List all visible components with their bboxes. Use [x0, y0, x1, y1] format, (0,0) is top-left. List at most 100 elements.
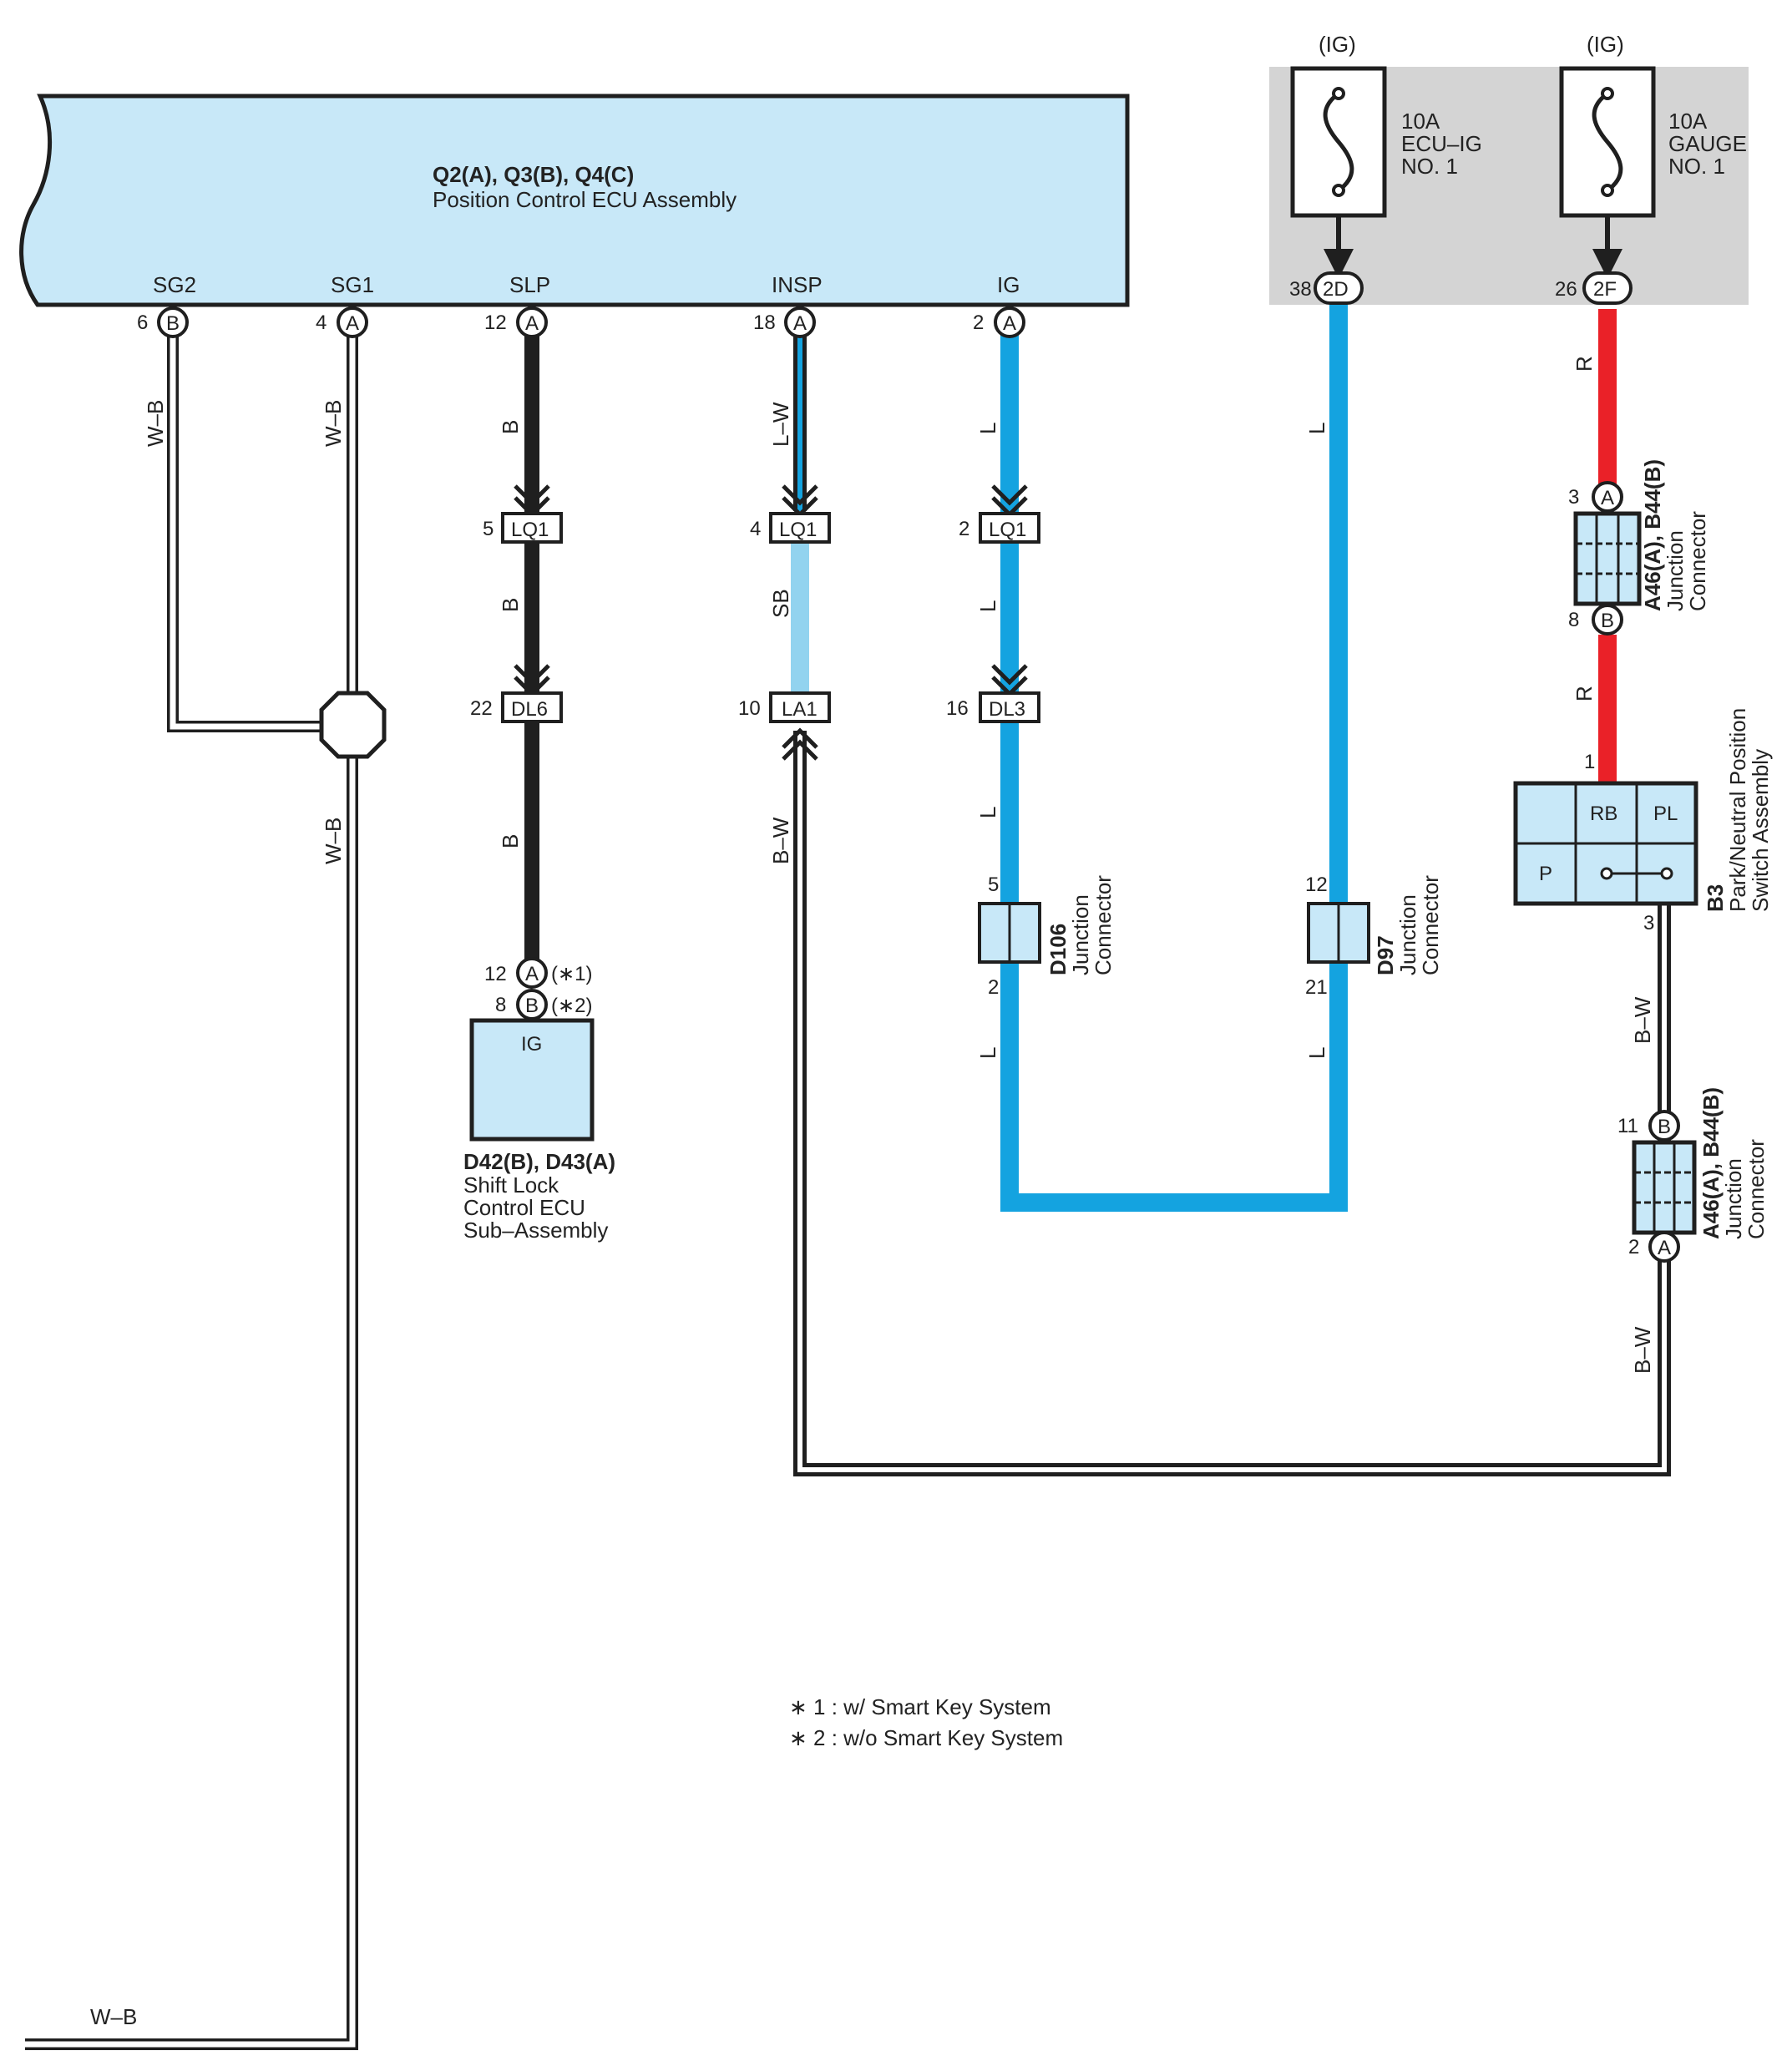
shift-lock-title: D42(B), D43(A)	[463, 1149, 615, 1174]
shift-lock-line1: Shift Lock	[463, 1172, 559, 1198]
wire-label-ig-4: L	[975, 1047, 1000, 1059]
connector-ig-dl3: 16 DL3	[946, 691, 1040, 723]
fuse1-name: ECU–IG	[1401, 131, 1482, 156]
wire-label-insp-1: L–W	[768, 402, 793, 447]
jc-upper-pin-top: 3 A	[1568, 481, 1623, 513]
svg-text:B: B	[166, 312, 180, 335]
fuse1-connector: 38 2D	[1289, 271, 1364, 305]
wire-label-bw-2: B–W	[1630, 1326, 1655, 1374]
d97-pin-bottom: 21	[1305, 976, 1328, 999]
fuse2-connector: 26 2F	[1555, 271, 1633, 305]
wire-label-ig-1: L	[975, 423, 1000, 434]
ecu-pin-insp: 18 A	[753, 306, 816, 338]
wire-ig-l	[1000, 302, 1348, 1212]
wire-label-ig-3: L	[975, 807, 1000, 818]
chevron-insp-la1	[782, 727, 818, 761]
connector-ig-lq1: 2 LQ1	[959, 512, 1040, 544]
svg-text:A: A	[1658, 1237, 1671, 1259]
pnp-label-pl: PL	[1653, 803, 1678, 825]
svg-text:A: A	[525, 963, 539, 985]
jc-lower-line1: Junction	[1721, 1158, 1746, 1239]
svg-text:(∗2): (∗2)	[551, 995, 592, 1017]
svg-text:(∗1): (∗1)	[551, 963, 592, 985]
svg-text:16: 16	[946, 697, 969, 720]
svg-text:5: 5	[483, 518, 494, 540]
wire-label-d97-bottom: L	[1304, 1047, 1329, 1059]
svg-text:2: 2	[1628, 1236, 1639, 1258]
svg-text:A: A	[1601, 487, 1614, 509]
d106-connector	[978, 902, 1041, 964]
connector-insp-lq1: 4 LQ1	[750, 512, 831, 544]
fuse1-ig-label: (IG)	[1319, 32, 1356, 57]
svg-text:B: B	[525, 995, 539, 1017]
ecu-assembly-box	[19, 94, 1130, 307]
shift-lock-pin-a: 12 A (∗1)	[484, 957, 592, 989]
jc-upper-pin-bottom: 8 B	[1568, 604, 1623, 635]
svg-text:2D: 2D	[1323, 278, 1349, 301]
d97-line1: Junction	[1395, 894, 1420, 975]
splice-point	[319, 691, 387, 759]
d97-connector	[1307, 902, 1370, 964]
ecu-pin-slp: 12 A	[484, 306, 548, 338]
d97-line2: Connector	[1418, 875, 1443, 975]
shift-lock-pin-b: 8 B (∗2)	[495, 989, 592, 1020]
note-no-smart-key: ∗ 2 : w/o Smart Key System	[789, 1725, 1063, 1750]
svg-text:18: 18	[753, 311, 776, 334]
svg-text:A: A	[793, 312, 807, 335]
jc-upper-line2: Connector	[1685, 511, 1710, 611]
connector-insp-la1: 10 LA1	[738, 691, 831, 723]
shift-lock-ecu-box	[469, 1018, 595, 1142]
ecu-subtitle: Position Control ECU Assembly	[433, 187, 737, 212]
pnp-label-p: P	[1539, 863, 1552, 885]
jc-lower-title: A46(A), B44(B)	[1698, 1087, 1724, 1239]
ecu-pin-sg2: 6 B	[137, 306, 189, 338]
wire-label-slp-2: B	[498, 598, 523, 612]
svg-text:26: 26	[1555, 278, 1577, 301]
d106-title: D106	[1045, 924, 1071, 975]
wire-label-slp-1: B	[498, 420, 523, 434]
jc-lower-pin-top: 11 B	[1617, 1110, 1680, 1142]
wire-label-bw-1: B–W	[1630, 996, 1655, 1044]
note-smart-key: ∗ 1 : w/ Smart Key System	[789, 1694, 1051, 1719]
svg-text:LQ1: LQ1	[779, 519, 817, 541]
svg-text:3: 3	[1568, 486, 1579, 509]
pnp-line2: Switch Assembly	[1748, 749, 1773, 912]
svg-text:A: A	[525, 312, 539, 335]
pnp-title: B3	[1703, 884, 1728, 912]
svg-text:DL6: DL6	[511, 698, 548, 721]
wire-sg2	[167, 334, 334, 732]
wire-label-ig-2: L	[975, 600, 1000, 612]
d106-line1: Junction	[1068, 894, 1093, 975]
svg-text:LQ1: LQ1	[989, 519, 1026, 541]
pnp-pin-in: 1	[1584, 751, 1595, 773]
svg-text:8: 8	[495, 994, 506, 1016]
wire-sg1	[25, 334, 358, 2050]
svg-text:38: 38	[1289, 278, 1312, 301]
d97-pin-top: 12	[1305, 873, 1328, 896]
terminal-label-sg1: SG1	[331, 272, 374, 297]
wire-label-sg1: W–B	[321, 400, 346, 447]
svg-text:2: 2	[959, 518, 969, 540]
svg-text:LQ1: LQ1	[511, 519, 549, 541]
jc-lower-connector	[1632, 1140, 1697, 1235]
pnp-pin-out: 3	[1643, 912, 1654, 934]
shift-lock-line2: Control ECU	[463, 1195, 585, 1220]
svg-text:22: 22	[470, 697, 493, 720]
svg-text:4: 4	[316, 311, 327, 334]
ecu-pin-sg1: 4 A	[316, 306, 368, 338]
wire-label-r-1: R	[1572, 356, 1597, 372]
pnp-label-rb: RB	[1590, 803, 1617, 825]
fuse1-no: NO. 1	[1401, 154, 1458, 179]
ecu-title: Q2(A), Q3(B), Q4(C)	[433, 162, 634, 187]
svg-text:DL3: DL3	[989, 698, 1025, 721]
wire-label-d97-top: L	[1304, 423, 1329, 434]
svg-text:12: 12	[484, 963, 507, 985]
terminal-label-sg2: SG2	[153, 272, 196, 297]
wire-label-r-2: R	[1572, 686, 1597, 701]
ecu-pin-ig: 2 A	[973, 306, 1025, 338]
jc-lower-line2: Connector	[1744, 1139, 1769, 1239]
shift-lock-line3: Sub–Assembly	[463, 1218, 608, 1243]
d97-title: D97	[1373, 935, 1398, 975]
d106-pin-top: 5	[988, 873, 999, 896]
